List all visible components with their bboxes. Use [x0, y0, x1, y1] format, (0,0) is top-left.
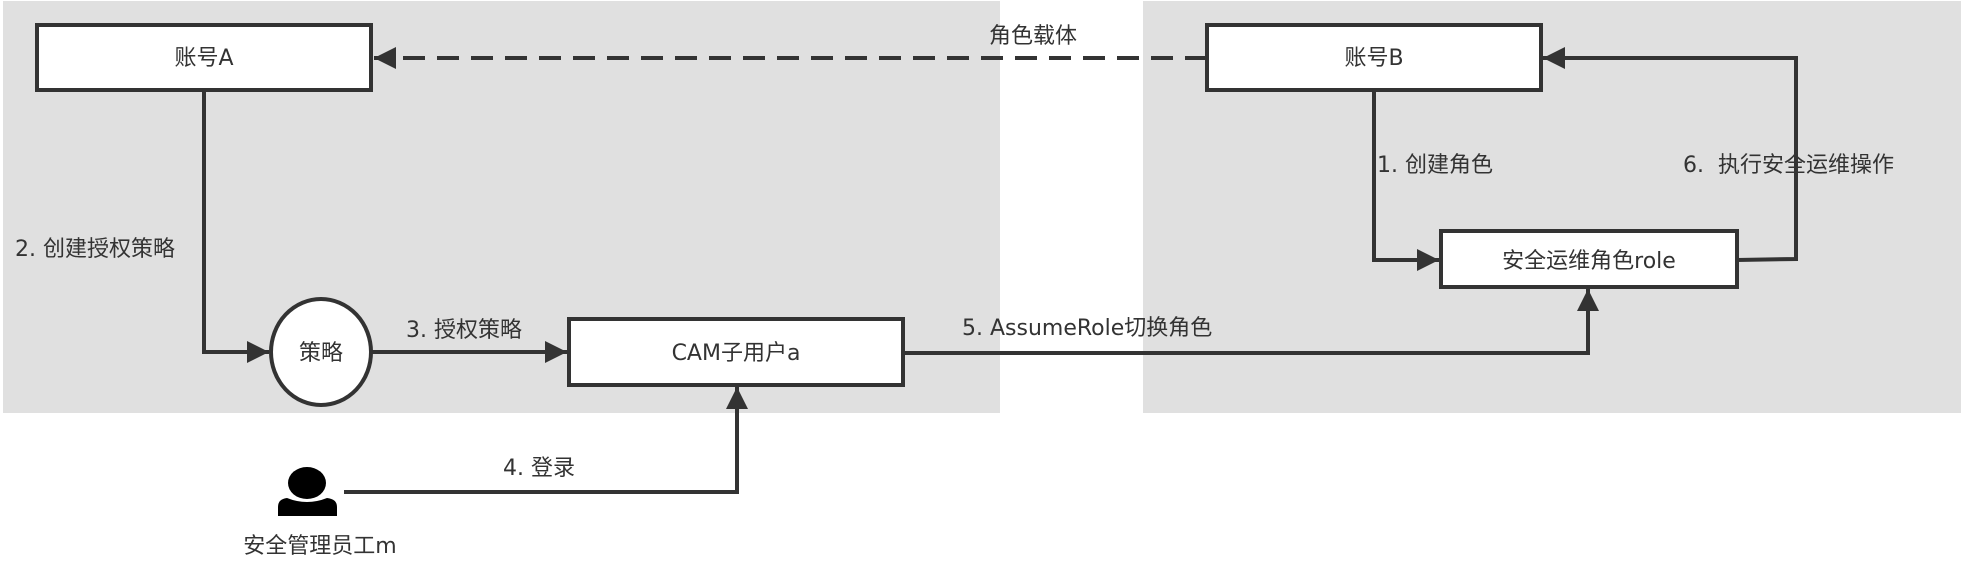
node-policy-label: 策略	[299, 341, 343, 366]
node-role[interactable]: 安全运维角色role	[1439, 229, 1739, 289]
edge-step6	[1543, 47, 1798, 262]
edge-step1	[1372, 90, 1439, 271]
node-account-a-label: 账号A	[174, 46, 233, 71]
edge-step1-label: 1. 创建角色	[1377, 153, 1493, 178]
person-icon	[278, 467, 337, 516]
edge-step4	[344, 387, 748, 494]
node-account-b[interactable]: 账号B	[1205, 23, 1543, 92]
edge-role-carrier-label: 角色载体	[989, 24, 1077, 49]
edge-step3-label: 3. 授权策略	[406, 318, 522, 343]
edge-step2	[202, 90, 269, 363]
edge-step5-label: 5. AssumeRole切换角色	[962, 316, 1212, 341]
edge-step6-label: 6. 执行安全运维操作	[1683, 153, 1894, 178]
edge-step5	[903, 289, 1599, 355]
edge-step2-label: 2. 创建授权策略	[15, 237, 175, 262]
node-account-a[interactable]: 账号A	[35, 23, 373, 92]
node-admin[interactable]: 安全管理员工m	[243, 467, 397, 559]
node-policy[interactable]: 策略	[269, 297, 373, 407]
node-admin-label: 安全管理员工m	[243, 534, 396, 559]
node-account-b-label: 账号B	[1344, 46, 1403, 71]
node-cam-subuser[interactable]: CAM子用户a	[567, 317, 905, 387]
edge-step4-label: 4. 登录	[503, 456, 575, 481]
node-role-label: 安全运维角色role	[1502, 249, 1676, 274]
node-cam-subuser-label: CAM子用户a	[672, 341, 801, 366]
